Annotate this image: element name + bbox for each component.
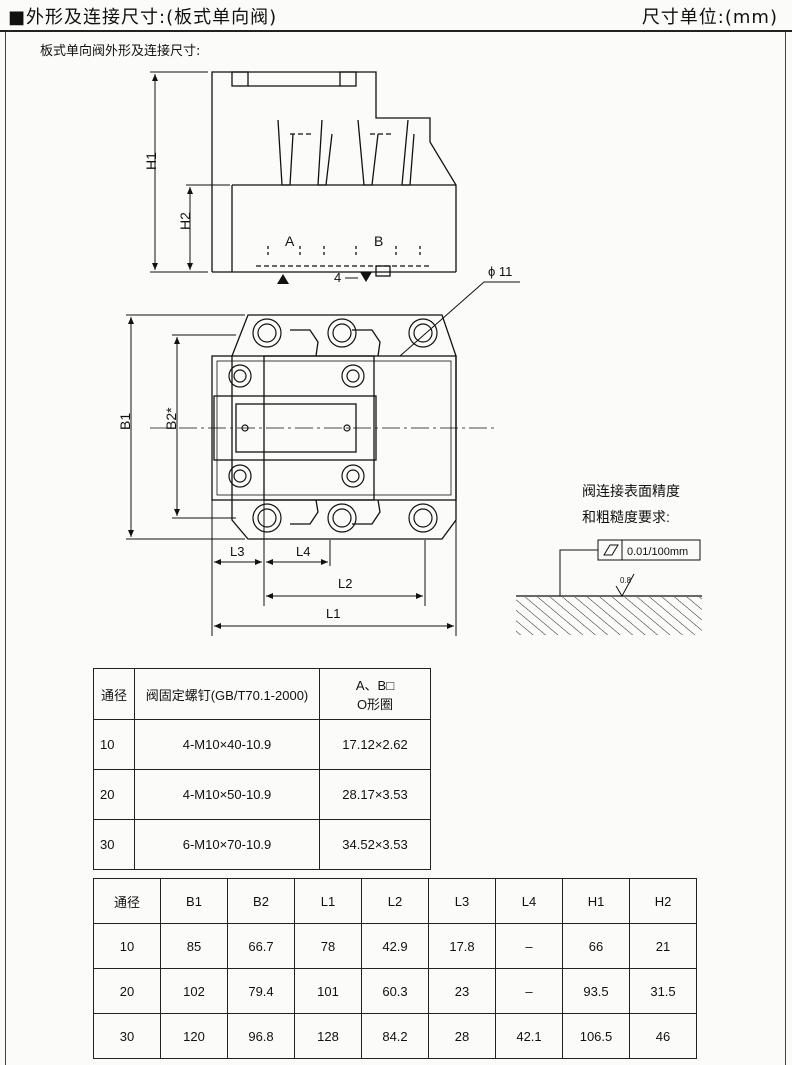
cell: 79.4 (227, 968, 295, 1014)
table-row: 20 4-M10×50-10.9 28.17×3.53 (93, 769, 431, 820)
header-cell: A、B□ O形圈 (319, 668, 431, 720)
header-cell: L2 (361, 878, 429, 924)
arrow-b-icon (360, 272, 372, 282)
l4-label: L4 (296, 544, 310, 559)
cell: 30 (93, 819, 135, 870)
cell: 10 (93, 923, 161, 969)
cell: 17.8 (428, 923, 496, 969)
surface-req-line2: 和粗糙度要求: (582, 509, 670, 525)
hole-diameter-label: ϕ 11 (488, 264, 512, 279)
cell: 128 (294, 1013, 362, 1059)
cell: 84.2 (361, 1013, 429, 1059)
header-cell: L3 (428, 878, 496, 924)
cell: 21 (629, 923, 697, 969)
cell: 4-M10×50-10.9 (134, 769, 320, 820)
l1-label: L1 (326, 606, 340, 621)
cell: 96.8 (227, 1013, 295, 1059)
cell: 10 (93, 719, 135, 770)
cell: 106.5 (562, 1013, 630, 1059)
cell: 20 (93, 968, 161, 1014)
cell: 93.5 (562, 968, 630, 1014)
surface-req-line1: 阀连接表面精度 (582, 483, 680, 499)
drawing-caption: 板式单向阀外形及连接尺寸: (40, 44, 201, 59)
cell: 42.1 (495, 1013, 563, 1059)
b1-label: B1 (117, 413, 133, 430)
cell: 42.9 (361, 923, 429, 969)
technical-drawing: H1 H2 A B 4 ϕ 11 (117, 71, 702, 636)
header-oring: O形圈 (356, 697, 394, 712)
header-rule (0, 30, 792, 32)
height-dimensions (150, 71, 230, 273)
l2-label: L2 (338, 576, 352, 591)
unit-label: 尺寸单位:(mm) (641, 7, 778, 28)
cell: 46 (629, 1013, 697, 1059)
b2-label: B2* (163, 407, 179, 430)
header-cell: H2 (629, 878, 697, 924)
header-cell: B2 (227, 878, 295, 924)
cell: 30 (93, 1013, 161, 1059)
table-row: 10 4-M10×40-10.9 17.12×2.62 (93, 719, 431, 770)
table-row: 30 6-M10×70-10.9 34.52×3.53 (93, 819, 431, 870)
h1-label: H1 (143, 152, 159, 170)
cell: 20 (93, 769, 135, 820)
cell: 17.12×2.62 (319, 719, 431, 770)
section-title: ■外形及连接尺寸:(板式单向阀) (8, 7, 278, 28)
cell: 78 (294, 923, 362, 969)
bolt-oring-table: 通径 阀固定螺钉(GB/T70.1-2000) A、B□ O形圈 10 4-M1… (93, 668, 431, 870)
cell: 85 (160, 923, 228, 969)
right-border (785, 32, 786, 1065)
cell: 120 (160, 1013, 228, 1059)
cell: 34.52×3.53 (319, 819, 431, 870)
h2-label: H2 (177, 212, 193, 230)
cell: 28.17×3.53 (319, 769, 431, 820)
hatched-surface (516, 597, 702, 635)
width-dimensions (126, 314, 245, 540)
arrow-a-icon (277, 274, 289, 284)
cell: 60.3 (361, 968, 429, 1014)
table-row: 30 120 96.8 128 84.2 28 42.1 106.5 46 (93, 1013, 697, 1059)
header-cell: L4 (495, 878, 563, 924)
table-row: 20 102 79.4 101 60.3 23 – 93.5 31.5 (93, 968, 697, 1014)
cell: 4-M10×40-10.9 (134, 719, 320, 770)
cell: 6-M10×70-10.9 (134, 819, 320, 870)
cell: 66.7 (227, 923, 295, 969)
l3-label: L3 (230, 544, 244, 559)
header-cell: B1 (160, 878, 228, 924)
flatness-value: 0.01/100mm (627, 546, 688, 558)
side-view (211, 71, 457, 277)
table-row: 10 85 66.7 78 42.9 17.8 – 66 21 (93, 923, 697, 969)
roughness-value: 0.8 (620, 576, 632, 585)
bolt-holes (228, 318, 438, 533)
cell: 101 (294, 968, 362, 1014)
offset-label: 4 (334, 270, 341, 285)
header-ports: A、B□ (355, 678, 395, 693)
left-border (5, 32, 6, 1065)
cell: 102 (160, 968, 228, 1014)
header-cell: 通径 (93, 668, 135, 720)
flatness-callout (559, 539, 701, 596)
header-cell: 通径 (93, 878, 161, 924)
port-a-label: A (285, 233, 295, 249)
header-cell: L1 (294, 878, 362, 924)
top-view (211, 314, 457, 540)
table-header-row: 通径 B1 B2 L1 L2 L3 L4 H1 H2 (93, 878, 697, 924)
cell: 28 (428, 1013, 496, 1059)
cell: 31.5 (629, 968, 697, 1014)
cell: 66 (562, 923, 630, 969)
header-cell: H1 (562, 878, 630, 924)
port-b-label: B (374, 233, 383, 249)
dimensions-table: 通径 B1 B2 L1 L2 L3 L4 H1 H2 10 85 66.7 78… (93, 878, 697, 1059)
cell: 23 (428, 968, 496, 1014)
page-header: ■外形及连接尺寸:(板式单向阀) 尺寸单位:(mm) (0, 0, 792, 30)
header-cell: 阀固定螺钉(GB/T70.1-2000) (134, 668, 320, 720)
cell: – (495, 923, 563, 969)
cell: – (495, 968, 563, 1014)
length-dimensions (211, 500, 457, 636)
